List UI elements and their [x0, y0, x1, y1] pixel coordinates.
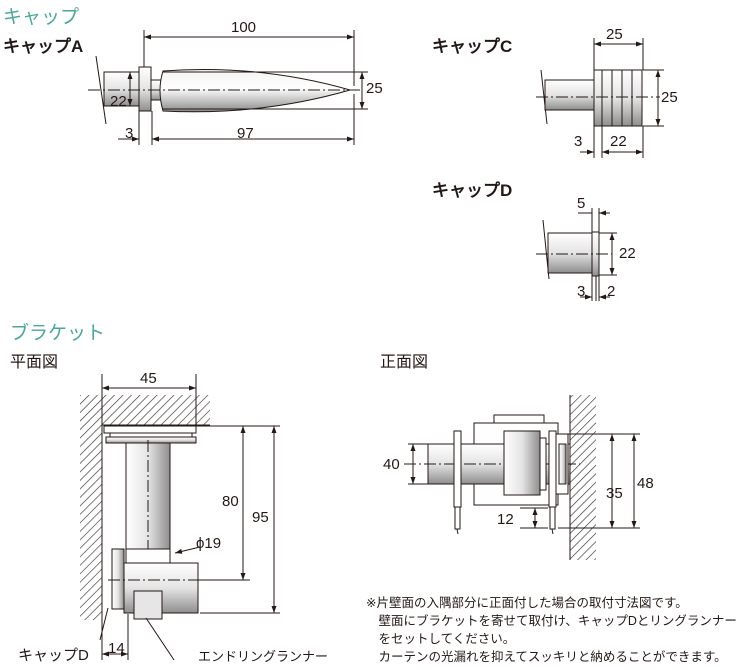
cap-c-dim-body: 22	[610, 133, 627, 150]
cap-c-label: キャップC	[432, 37, 513, 56]
cap-c-dim-height: 25	[661, 89, 678, 106]
note-line: をセットしてください。	[366, 632, 516, 646]
cap-a-dim-collar: 3	[125, 125, 134, 142]
front-dim-gap: 12	[497, 511, 514, 528]
note-line: 壁面にブラケットを寄せて取付け、キャップDとリングランナー	[366, 614, 737, 628]
front-dim-height: 40	[383, 456, 400, 473]
mounting-note: ※片壁面の入隅部分に正面付した場合の取付寸法図です。 壁面にブラケットを寄せて取…	[366, 594, 737, 666]
plan-dim-depth-outer: 95	[252, 509, 269, 526]
cap-a-drawing	[88, 30, 368, 145]
plan-callout-cap-d: キャップD	[18, 647, 89, 664]
cap-c-dim-collar: 3	[574, 133, 583, 150]
note-line: カーテンの光漏れを抑えてスッキリと納めることができます。	[366, 650, 727, 664]
cap-a-dim-rod: 22	[110, 93, 127, 110]
plan-view-label: 平面図	[10, 354, 59, 371]
section-heading-cap: キャップ	[3, 7, 80, 28]
note-line: ※片壁面の入隅部分に正面付した場合の取付寸法図です。	[366, 596, 688, 610]
front-dim-right-inner: 35	[606, 485, 623, 502]
cap-a-dim-diameter: 25	[366, 80, 383, 97]
cap-d-drawing	[536, 208, 617, 301]
front-dim-right-outer: 48	[637, 475, 654, 492]
plan-dim-width: 45	[140, 370, 157, 387]
plan-dim-depth-inner: 80	[222, 493, 239, 510]
plan-callout-runner: エンドリングランナー	[198, 649, 329, 664]
plan-view-drawing	[80, 374, 280, 661]
cap-a-dim-total: 100	[231, 19, 257, 36]
front-view-label: 正面図	[380, 354, 429, 371]
cap-d-label: キャップD	[432, 181, 513, 200]
cap-d-dim-collar: 3	[577, 283, 586, 300]
section-heading-bracket: ブラケット	[10, 323, 106, 344]
cap-d-dim-thickness: 2	[607, 283, 616, 300]
plan-dim-offset: 14	[108, 640, 125, 657]
cap-c-dim-width: 25	[606, 26, 623, 43]
front-view-drawing	[404, 395, 640, 560]
cap-d-dim-width: 5	[577, 195, 586, 212]
cap-a-label: キャップA	[3, 37, 84, 56]
cap-a-dim-body: 97	[237, 125, 254, 142]
cap-c-drawing	[536, 38, 664, 158]
cap-d-dim-height: 22	[619, 245, 636, 262]
plan-dim-diameter: ϕ19	[196, 535, 222, 552]
